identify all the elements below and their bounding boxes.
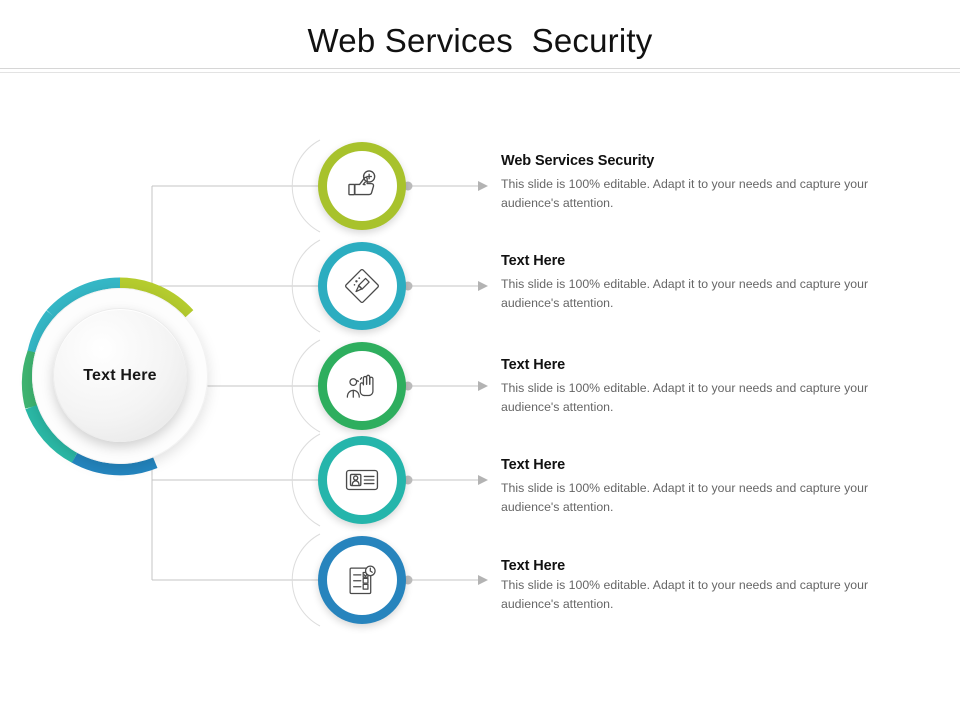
hub-inner-disc	[53, 308, 187, 442]
item-text-2: Text Here This slide is 100% editable. A…	[501, 253, 921, 312]
item-body-3: This slide is 100% editable. Adapt it to…	[501, 381, 869, 414]
item-heading-3: Text Here	[501, 357, 566, 373]
node-face-3	[327, 351, 397, 421]
checklist-clock-icon	[349, 565, 376, 595]
title-divider-bottom	[0, 72, 960, 73]
oath-raised-hand-icon	[346, 374, 374, 398]
hub-segment-green	[21, 349, 41, 409]
icon-node-5[interactable]	[312, 530, 412, 630]
item-body-5: This slide is 100% editable. Adapt it to…	[501, 578, 869, 611]
central-hub[interactable]: Text Here	[20, 276, 220, 476]
item-text-5: Text Here This slide is 100% editable. A…	[501, 558, 921, 613]
item-heading-5: Text Here	[501, 558, 566, 574]
node-face-5	[327, 545, 397, 615]
item-heading-1: Web Services Security	[501, 153, 655, 169]
thumbs-up-plus-icon	[348, 170, 376, 196]
hub-segment-cyan	[46, 277, 121, 319]
icon-node-2[interactable]	[312, 236, 412, 336]
item-body-1: This slide is 100% editable. Adapt it to…	[501, 177, 869, 210]
hub-segment-cyan2	[27, 310, 57, 354]
item-text-4: Text Here This slide is 100% editable. A…	[501, 457, 921, 516]
icon-node-3[interactable]	[312, 336, 412, 436]
icon-node-4[interactable]	[312, 430, 412, 530]
item-text-1: Web Services Security This slide is 100%…	[501, 153, 921, 212]
item-heading-4: Text Here	[501, 457, 566, 473]
item-body-4: This slide is 100% editable. Adapt it to…	[501, 481, 869, 514]
title-bar: Web Services Security	[0, 0, 960, 74]
hub-segment-blue	[71, 451, 158, 476]
item-body-2: This slide is 100% editable. Adapt it to…	[501, 277, 869, 310]
hub-label: Text Here	[83, 367, 157, 384]
paint-brush-diamond-icon	[345, 269, 379, 303]
item-heading-2: Text Here	[501, 253, 566, 269]
hub-ring-chart	[21, 277, 194, 476]
id-card-icon	[345, 469, 379, 491]
node-face-4	[327, 445, 397, 515]
title-divider-top	[0, 68, 960, 69]
icon-node-1[interactable]	[312, 136, 412, 236]
node-face-2	[327, 251, 397, 321]
hub-segment-lime	[119, 277, 194, 319]
item-text-3: Text Here This slide is 100% editable. A…	[501, 357, 921, 416]
node-face-1	[327, 151, 397, 221]
hub-segment-teal	[25, 404, 79, 463]
page-title: Web Services Security	[307, 22, 653, 59]
